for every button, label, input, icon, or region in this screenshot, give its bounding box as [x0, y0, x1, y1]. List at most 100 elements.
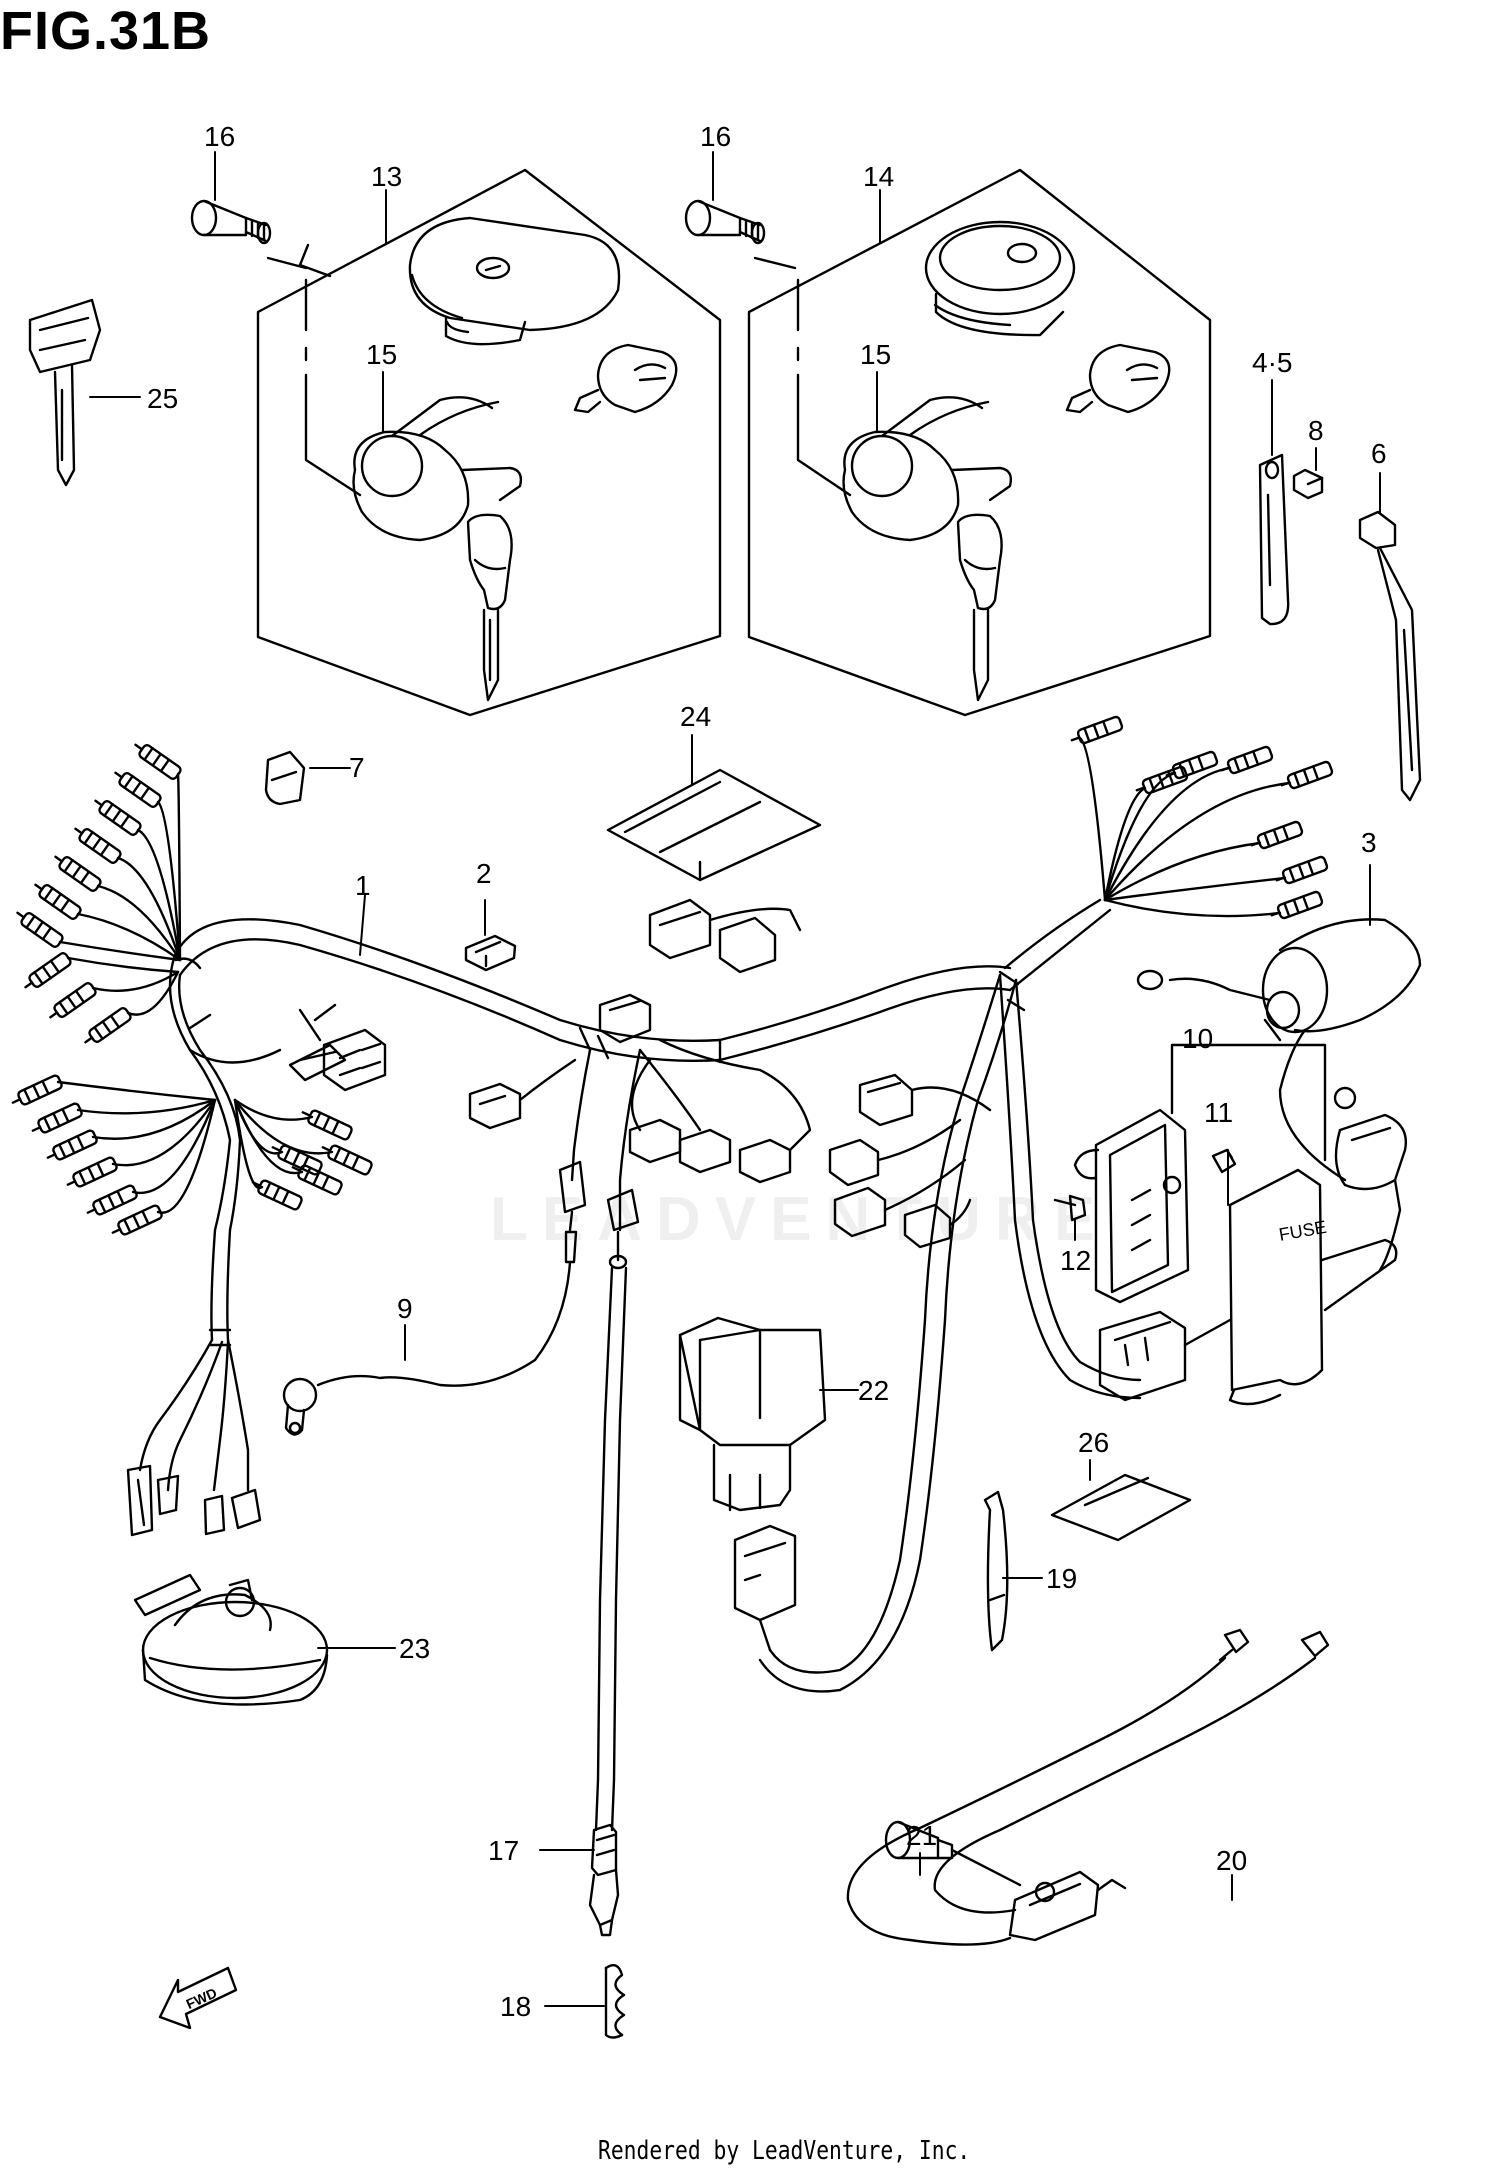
- spring-18: [604, 1964, 626, 2039]
- harness-wire: [76, 912, 182, 962]
- fuse-box-assembly-10: [1073, 1043, 1398, 1406]
- harness-wire: [1103, 786, 1147, 902]
- callout-15a: 15: [366, 339, 397, 370]
- callout-3: 3: [1361, 827, 1377, 858]
- ignition-switch-set-14: [684, 168, 1212, 717]
- fwd-arrow-icon: FWD: [158, 1966, 238, 2030]
- pin-connector: [16, 911, 64, 948]
- harness-wire: [66, 956, 180, 974]
- relay-plug: [733, 1524, 797, 1652]
- callout-4-5: 4·5: [1252, 347, 1292, 378]
- pin-connector: [251, 1179, 303, 1211]
- harness-wire: [111, 1098, 217, 1167]
- harness-wire: [91, 970, 180, 992]
- pin-connector: [49, 982, 97, 1019]
- callout-25: 25: [147, 383, 178, 414]
- label-26: [1050, 1473, 1192, 1542]
- harness-wire: [56, 1080, 217, 1102]
- callout-16a: 16: [204, 121, 235, 152]
- connector-2: [464, 934, 517, 972]
- pin-connector: [1270, 890, 1324, 920]
- sensor-wire-17: [594, 1048, 642, 1832]
- pin-connector: [24, 952, 72, 989]
- callout-21: 21: [906, 1820, 937, 1851]
- round-switch-cover: [924, 220, 1076, 337]
- callout-19: 19: [1046, 1563, 1077, 1594]
- callout-14: 14: [863, 161, 894, 192]
- label-24: [606, 768, 822, 882]
- figure-title: FIG.31B: [0, 1, 212, 61]
- callout-22: 22: [858, 1375, 889, 1406]
- pin-connector: [54, 855, 102, 892]
- callout-18: 18: [500, 1991, 531, 2022]
- callout-13: 13: [371, 161, 402, 192]
- cable-tie-6: [1358, 510, 1422, 802]
- pin-connector: [31, 1102, 83, 1134]
- pin-connector: [301, 1109, 353, 1141]
- harness-wire: [176, 772, 182, 962]
- pin-connector: [66, 1156, 118, 1188]
- pin-connector: [1280, 760, 1334, 790]
- switch-body-15-left: [352, 396, 523, 702]
- harness-wire: [156, 1098, 217, 1214]
- clamp-19: [983, 1490, 1009, 1652]
- callout-11: 11: [1204, 1097, 1233, 1128]
- pin-connector: [34, 883, 82, 920]
- harness-connectors-left-bottom: [11, 1074, 373, 1236]
- callout-7: 7: [349, 752, 365, 783]
- pin-connector: [1165, 750, 1219, 780]
- callout-23: 23: [399, 1633, 430, 1664]
- pin-connector: [1250, 820, 1304, 850]
- callout-24: 24: [680, 701, 711, 732]
- pin-connector: [46, 1129, 98, 1161]
- pin-connector: [111, 1204, 163, 1236]
- harness-wire: [233, 1098, 284, 1155]
- pin-connector: [134, 743, 182, 780]
- harness-wire: [1103, 771, 1177, 902]
- callout-2: 2: [476, 858, 492, 889]
- condenser-3: [1136, 918, 1422, 1042]
- callout-8: 8: [1308, 415, 1324, 446]
- harness-wire: [58, 940, 182, 962]
- clamp-4-5: [1258, 453, 1290, 626]
- harness-connectors-left-top: [16, 743, 182, 1044]
- key-25: [28, 298, 102, 487]
- ground-lead-9: [282, 1048, 592, 1436]
- watermark: LEADVENTURE: [490, 1185, 1110, 1254]
- callout-17: 17: [488, 1835, 519, 1866]
- harness-wire: [76, 1098, 217, 1115]
- fuse-11: [1211, 1148, 1237, 1174]
- callout-labels: 16 16 13 14 15 15 25 4·5 8 6 7 24 2 1 3 …: [147, 121, 1387, 2022]
- harness-wire: [233, 1098, 264, 1190]
- harness-wire: [233, 1098, 334, 1155]
- pin-connector: [321, 1144, 373, 1176]
- fuse-holder: [1278, 1028, 1407, 1272]
- pin-connector: [1275, 855, 1329, 885]
- harness-wire: [136, 828, 182, 962]
- pin-connector: [11, 1074, 63, 1106]
- harness-wire: [156, 800, 182, 962]
- pin-connector: [86, 1184, 138, 1216]
- harness-wire: [96, 884, 182, 962]
- screw-12: [1053, 1194, 1087, 1222]
- bolt-16-left: [190, 199, 272, 245]
- harness-wire: [116, 856, 182, 962]
- switch-knob-right: [1065, 343, 1171, 414]
- leader-lines: [89, 151, 1381, 2007]
- switch-17: [588, 1823, 620, 1937]
- bolt-21: [884, 1820, 1022, 1887]
- harness-wire: [131, 1098, 217, 1195]
- bolt-16-right: [684, 199, 766, 245]
- bolt-8: [1292, 468, 1324, 500]
- pin-connector: [94, 799, 142, 836]
- harness-wire: [1078, 736, 1107, 902]
- pin-connector: [1070, 715, 1124, 745]
- horn-23: [133, 1573, 329, 1706]
- clip-7: [264, 750, 306, 806]
- harness-wire: [1103, 766, 1232, 902]
- callout-15b: 15: [860, 339, 891, 370]
- harness-wire: [91, 1098, 217, 1140]
- ignition-switch-set-13: [190, 168, 722, 717]
- harness-wire: [1103, 781, 1292, 902]
